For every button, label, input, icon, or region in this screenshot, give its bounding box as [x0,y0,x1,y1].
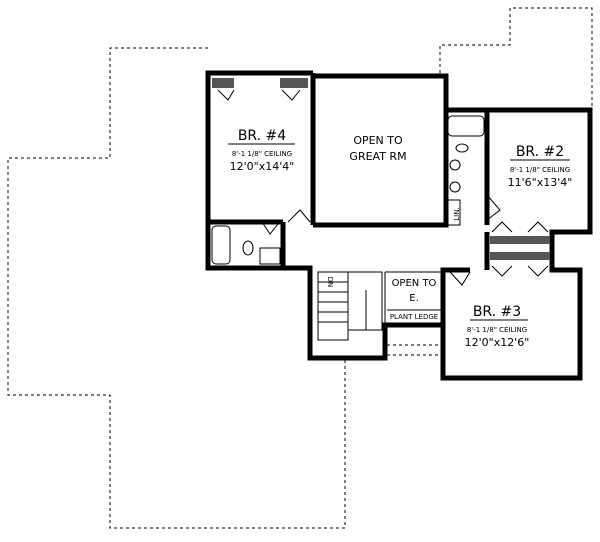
room-ceiling-br2: 8'-1 1/8" CEILING [510,166,570,174]
bathtub-icon [211,225,231,265]
closet-door-icon [491,265,549,277]
staircase [317,271,383,341]
closet-shelf [490,252,550,260]
toilet-icon [242,240,254,256]
walls [205,70,593,381]
sink-icon [449,159,461,171]
room-name-br3: BR. #3 [473,304,521,320]
open-to-e-line1: OPEN TO [392,278,437,289]
room-size-br4: 12'0"x14'4" [230,160,295,173]
door-swing-icon [217,89,235,101]
toilet-icon [455,143,469,153]
door-swing-icon [486,194,501,221]
door-swing-icon [261,221,279,235]
open-to-e-line2: E. [409,293,419,304]
lower-floor-outline-right [439,7,593,110]
door-swing-icon [449,271,471,286]
open-to-great-rm-line2: GREAT RM [349,150,406,163]
closet-shelf [212,78,234,88]
stair-down-label: DN [326,277,334,288]
sink-icon [259,247,281,265]
sink-icon [449,181,461,193]
lower-floor-outline-left [7,47,346,529]
room-size-br2: 11'6"x13'4" [508,176,573,189]
plant-ledge-label: PLANT LEDGE [390,313,438,321]
closet-shelf [490,236,550,244]
door-swing-icon [281,89,301,101]
room-size-br3: 12'0"x12'6" [465,336,530,349]
open-to-great-rm-line1: OPEN TO [353,134,403,147]
door-swing-icon [287,209,311,223]
room-name-br4: BR. #4 [238,128,286,144]
room-name-br2: BR. #2 [516,144,564,160]
linen-label: LIN. [453,207,461,220]
room-ceiling-br4: 8'-1 1/8" CEILING [232,150,292,158]
room-ceiling-br3: 8'-1 1/8" CEILING [467,326,527,334]
closet-door-icon [491,221,549,233]
closet-shelf [280,78,308,88]
bathtub-icon [447,115,485,137]
fixtures [211,78,550,341]
linen-closet [445,199,461,226]
